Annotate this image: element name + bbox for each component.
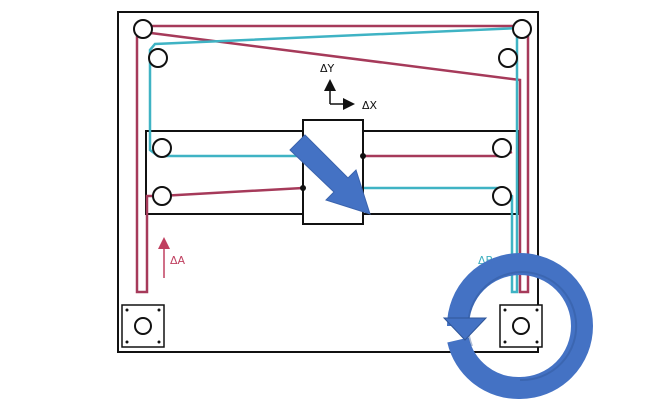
pulley-upper-right bbox=[498, 48, 518, 68]
pulley-gantry-left-top bbox=[152, 138, 172, 158]
label-da: ΔA bbox=[170, 254, 186, 267]
label-dx: ΔX bbox=[362, 99, 378, 112]
belt-b-path bbox=[148, 26, 521, 158]
motor-b bbox=[499, 304, 543, 348]
rotate-clockwise-icon bbox=[442, 253, 593, 399]
pulley-top-left bbox=[133, 19, 153, 39]
belt-anchor bbox=[300, 185, 306, 191]
axis-indicator: ΔY ΔX bbox=[320, 62, 378, 112]
label-dy: ΔY bbox=[320, 62, 335, 75]
pulley-top-right bbox=[512, 19, 532, 39]
belt-anchor bbox=[360, 153, 366, 159]
pulley-gantry-right-bottom bbox=[492, 186, 512, 206]
belt-b bbox=[148, 26, 521, 294]
motor-a bbox=[121, 304, 165, 348]
pulley-gantry-right-top bbox=[492, 138, 512, 158]
diagonal-arrow-icon bbox=[289, 134, 371, 215]
pulley-gantry-left-bottom bbox=[152, 186, 172, 206]
pulley-upper-left bbox=[148, 48, 168, 68]
belt-b-segment bbox=[363, 36, 519, 294]
